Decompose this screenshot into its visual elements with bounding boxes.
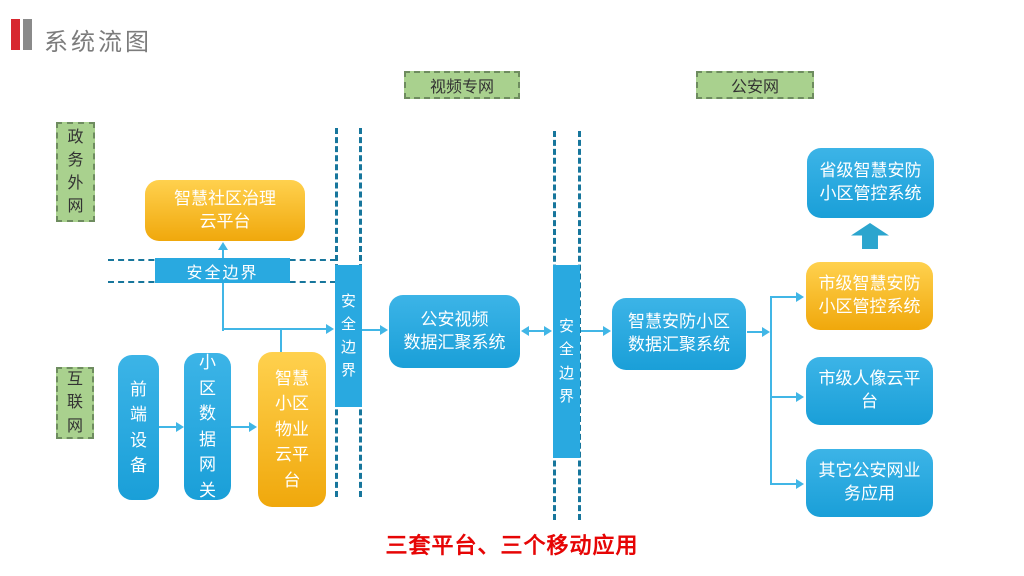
zone-label-police-network: 公安网 [696, 71, 814, 99]
arrowhead-right-videohub [380, 325, 388, 335]
page-title: 系统流图 [44, 29, 152, 56]
node-municipal-control-system: 市级智慧安防 小区管控系统 [806, 262, 933, 330]
node-provincial-control-system: 省级智慧安防 小区管控系统 [807, 148, 934, 218]
arrowhead-right-boundary2 [544, 326, 552, 336]
title-accent-bar-gray [23, 19, 32, 50]
arrowhead-right-other [796, 479, 804, 489]
node-security-community-hub: 智慧安防小区 数据汇聚系统 [612, 298, 746, 370]
arrowhead-right-boundary1 [326, 324, 334, 334]
connector-sechub-to-branch [747, 331, 764, 333]
connector-branch-vertical [770, 296, 772, 485]
connector-gateway-to-property [231, 426, 249, 428]
connector-junction-to-boundary1 [222, 328, 328, 330]
title-accent-bar-red [11, 19, 20, 50]
node-police-video-hub: 公安视频 数据汇聚系统 [389, 295, 520, 368]
node-community-governance-cloud: 智慧社区治理 云平台 [145, 180, 305, 241]
connector-branch-to-municipal [770, 296, 798, 298]
node-community-data-gateway: 小区数据网关 [184, 353, 231, 500]
node-community-property-cloud: 智慧小区物业云平台 [258, 352, 326, 507]
arrowhead-right-gateway [176, 422, 184, 432]
node-municipal-portrait-cloud: 市级人像云平 台 [806, 357, 933, 425]
connector-frontend-to-gateway [159, 426, 177, 428]
arrowhead-up-governance [218, 242, 228, 250]
arrowhead-right-municipal [796, 292, 804, 302]
connector-videohub-boundary2 [528, 330, 545, 332]
arrowhead-right-sechub [603, 326, 611, 336]
node-other-police-apps: 其它公安网业 务应用 [806, 449, 933, 517]
zone-label-government-extranet: 政务外网 [56, 122, 95, 222]
zone-label-internet: 互联网 [56, 367, 94, 439]
connector-branch-to-portrait [770, 396, 798, 398]
security-boundary-horizontal: 安全边界 [155, 258, 290, 283]
connector-property-riser [280, 329, 282, 353]
arrowhead-left-videohub [521, 326, 529, 336]
connector-boundary-to-governance [222, 245, 224, 331]
connector-branch-to-other [770, 483, 798, 485]
arrowhead-right-branch [762, 327, 770, 337]
arrowhead-right-property [249, 422, 257, 432]
block-up-arrow-icon [851, 223, 889, 249]
footer-note: 三套平台、三个移动应用 [385, 533, 639, 558]
arrowhead-right-portrait [796, 392, 804, 402]
zone-label-video-network: 视频专网 [404, 71, 520, 99]
security-boundary-vertical-2: 安全边界 [553, 265, 580, 458]
connector-boundary2-to-sechub [581, 330, 605, 332]
connector-boundary1-to-videohub [362, 329, 381, 331]
security-boundary-vertical-1: 安全边界 [335, 265, 362, 407]
node-frontend-devices: 前端设备 [118, 355, 159, 500]
